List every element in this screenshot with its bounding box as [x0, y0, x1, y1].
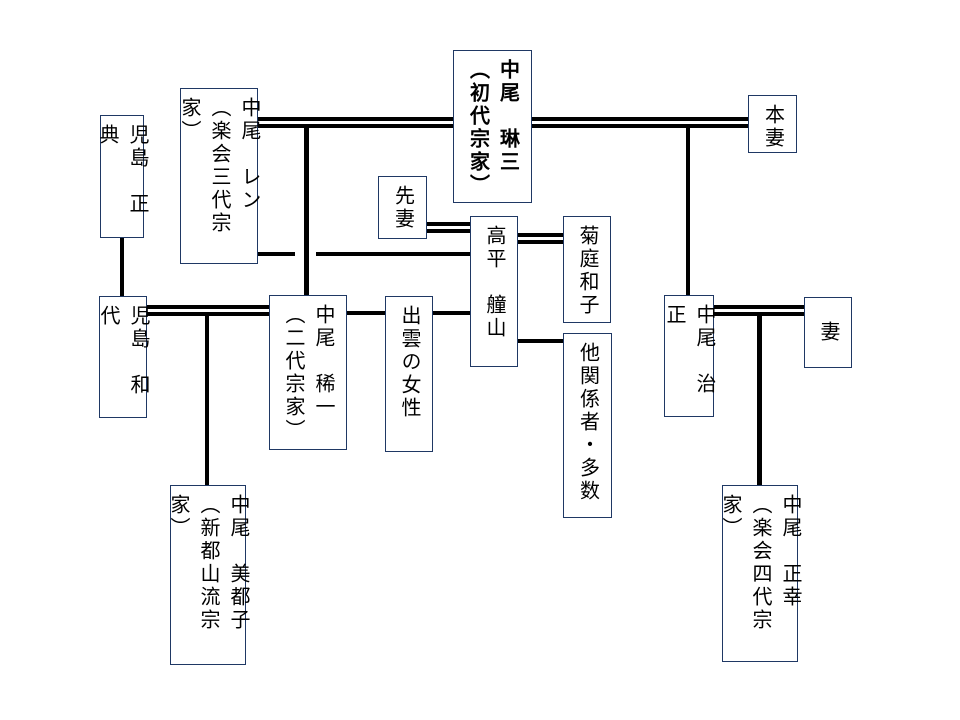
- person-label: 児島 正典: [96, 124, 148, 216]
- marriage-line-ren-rinzo: [258, 117, 453, 128]
- person-box-honsai: 本妻: [748, 95, 797, 153]
- person-box-nakao-masayuki: 中尾 正幸 （楽会四代宗家）: [719, 485, 801, 662]
- person-label: 児島 和代: [97, 305, 149, 397]
- person-box-ta-kankeisha-tasu: 他関係者・多数: [563, 333, 612, 518]
- person-box-kojima-kazuyo: 児島 和代: [97, 296, 149, 418]
- person-label: 高平 艟山: [483, 225, 505, 340]
- relation-line-izumo-takahira: [433, 311, 470, 315]
- person-box-izumo-no-josei: 出雲の女性: [385, 296, 433, 452]
- person-box-senzai: 先妻: [378, 176, 427, 239]
- person-box-kikuniwa-kazuko: 菊庭和子: [563, 216, 611, 323]
- person-box-tsuma: 妻: [804, 297, 852, 368]
- person-label: 中尾 正幸 （楽会四代宗家）: [719, 494, 801, 632]
- person-box-nakao-rinzo: 中尾 琳三 （初代宗家）: [453, 50, 532, 203]
- person-label: 菊庭和子: [576, 225, 598, 317]
- child-line-masayuki: [757, 314, 762, 485]
- person-label: 妻: [817, 321, 839, 344]
- person-label: 本妻: [761, 104, 784, 150]
- person-box-takahira-dozan: 高平 艟山: [470, 216, 518, 367]
- person-box-nakao-harumasa: 中尾 治正: [663, 295, 715, 417]
- child-line-kiichi: [304, 124, 309, 295]
- person-box-nakao-mitsuko: 中尾 美都子 （新都山流宗家）: [167, 485, 249, 665]
- person-label: 中尾 治正: [663, 304, 715, 396]
- relation-line-ren-takahira-seg1: [258, 252, 295, 256]
- person-label: 中尾 レン （楽会三代宗家）: [178, 97, 260, 235]
- marriage-line-senzai-takahira: [427, 222, 470, 233]
- person-label: 先妻: [391, 185, 414, 231]
- relation-line-kiichi-izumo: [347, 311, 385, 315]
- relation-line-takahira-others: [518, 339, 563, 343]
- person-label: 他関係者・多数: [576, 342, 599, 503]
- person-box-nakao-ren: 中尾 レン （楽会三代宗家）: [178, 88, 260, 264]
- person-label: 中尾 稀一 （二代宗家）: [282, 304, 334, 442]
- marriage-line-takahira-kikuniwa: [518, 233, 563, 244]
- marriage-line-rinzo-honsai: [532, 117, 748, 128]
- child-line-mitsuko: [205, 314, 209, 485]
- person-label: 中尾 琳三 （初代宗家）: [466, 59, 519, 197]
- person-box-kojima-masanori: 児島 正典: [96, 115, 148, 238]
- person-label: 出雲の女性: [398, 305, 420, 420]
- child-line-harumasa: [686, 124, 690, 296]
- person-box-nakao-kiichi: 中尾 稀一 （二代宗家）: [269, 295, 347, 450]
- relation-line-ren-takahira-seg2: [316, 252, 470, 256]
- person-label: 中尾 美都子 （新都山流宗家）: [167, 494, 249, 632]
- descent-line-masanori-kazuyo: [120, 238, 124, 296]
